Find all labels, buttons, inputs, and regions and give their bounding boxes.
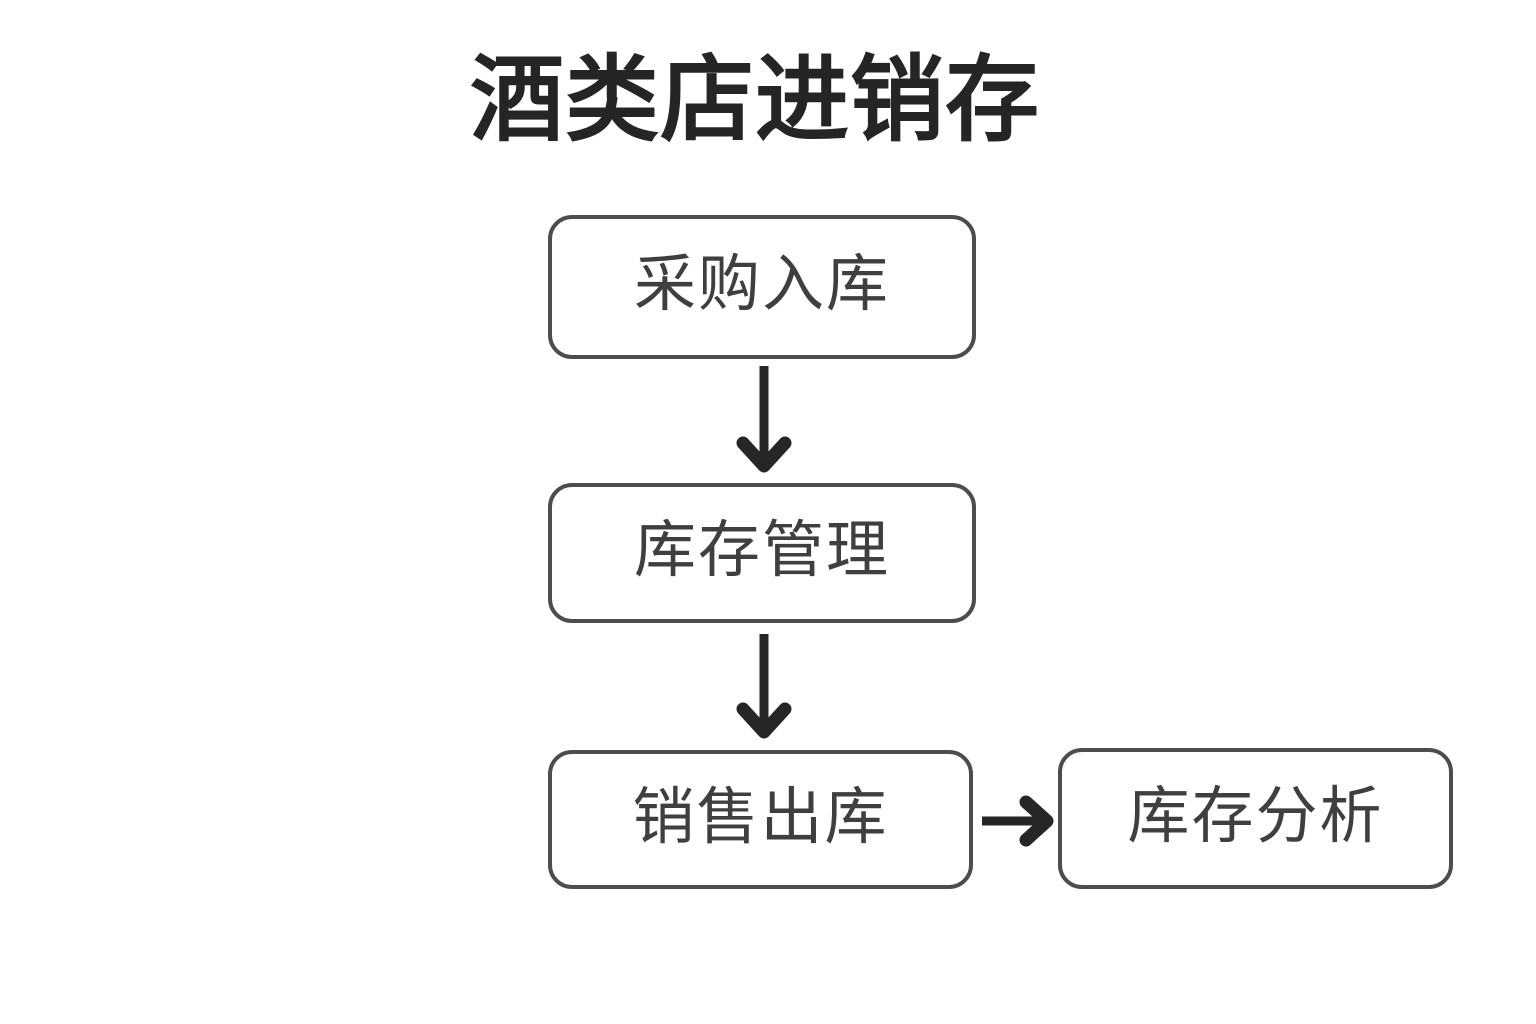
- page-title: 酒类店进销存: [470, 47, 1041, 152]
- arrow-purchase-to-inventory-icon: [736, 366, 792, 473]
- node-sales-out-label: 销售出库: [632, 782, 889, 852]
- arrow-sales-to-analysis-icon: [982, 795, 1054, 847]
- node-inventory-analysis[interactable]: 库存分析: [1058, 748, 1453, 889]
- node-sales-out[interactable]: 销售出库: [548, 750, 973, 889]
- node-inventory-analysis-label: 库存分析: [1127, 781, 1384, 851]
- node-purchase-in-label: 采购入库: [633, 250, 890, 319]
- node-inventory-mgmt[interactable]: 库存管理: [548, 483, 976, 623]
- arrow-inventory-to-sales-icon: [736, 634, 792, 739]
- node-inventory-mgmt-label: 库存管理: [633, 516, 890, 585]
- node-purchase-in[interactable]: 采购入库: [548, 215, 976, 359]
